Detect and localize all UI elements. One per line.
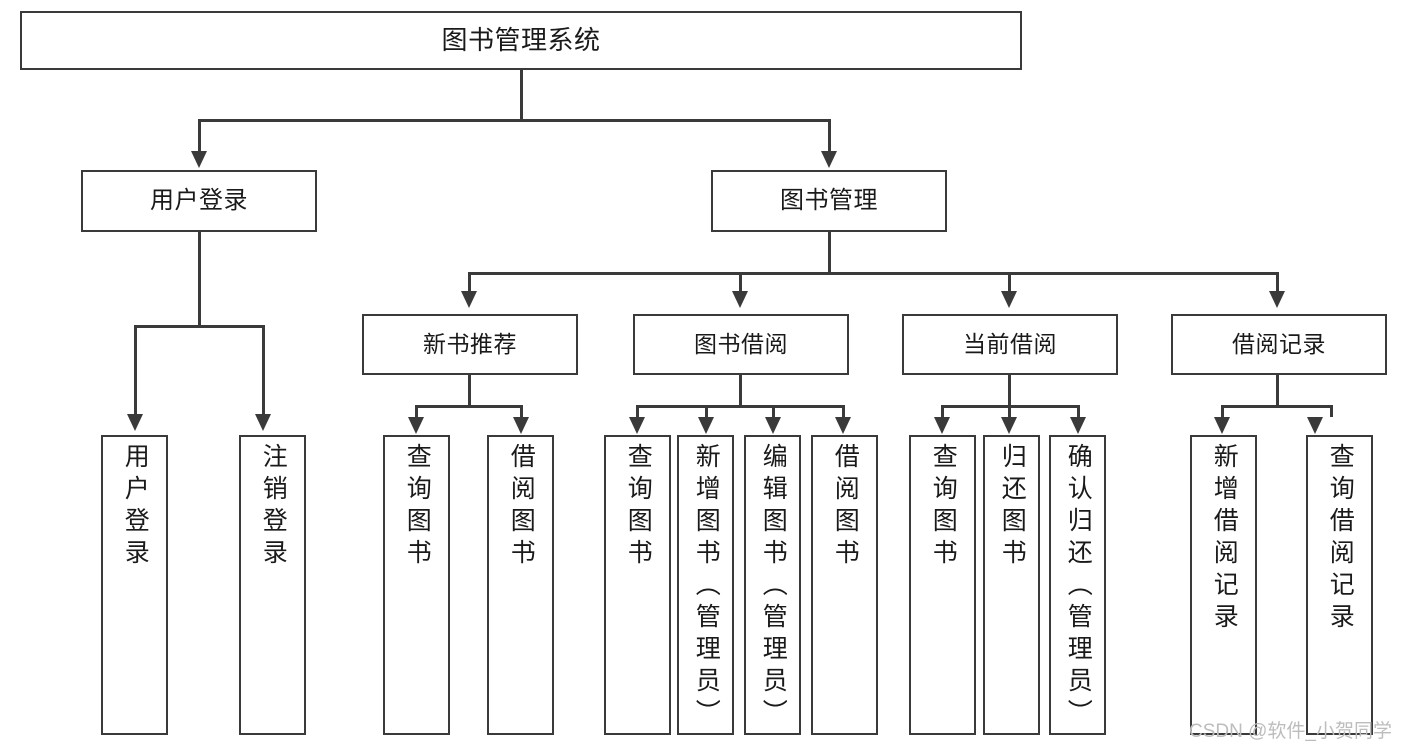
connector-borrow-record-to-leaf-2 [1330, 405, 1333, 417]
arrow-current-borrow-to-leaf-1 [934, 417, 950, 434]
connector-book-borrow-to-leaf-4 [842, 405, 845, 417]
connector-book-borrow-to-leaf-1 [636, 405, 639, 417]
connector-book-mgmt-to-lvl3-2 [739, 272, 742, 291]
node-label: 图书管理系统 [441, 25, 601, 56]
node-new-book-recommend[interactable]: 新书推荐 [362, 314, 578, 375]
connector-user-login-bar [134, 325, 265, 328]
leaf-query-borrow-record[interactable]: 查询借阅记录 [1306, 435, 1373, 735]
leaf-user-logout[interactable]: 注销登录 [239, 435, 306, 735]
connector-user-login-stem [198, 232, 201, 327]
connector-book-borrow-to-leaf-2 [705, 405, 708, 417]
connector-book-borrow-to-leaf-3 [772, 405, 775, 417]
connector-borrow-record-to-leaf-1 [1221, 405, 1224, 417]
connector-new-book-bar [415, 405, 523, 408]
node-root-system[interactable]: 图书管理系统 [20, 11, 1022, 70]
connector-book-mgmt-bar [468, 272, 1279, 275]
arrow-new-book-to-leaf-2 [513, 417, 529, 434]
node-label: 借阅图书 [831, 443, 860, 571]
arrow-book-borrow-to-leaf-2 [698, 417, 714, 434]
node-label: 新增图书（管理员） [692, 443, 721, 731]
node-label: 查询图书 [624, 443, 653, 571]
node-label: 图书借阅 [694, 330, 788, 357]
arrow-root-to-book-mgmt [821, 151, 837, 168]
node-label: 编辑图书（管理员） [759, 443, 788, 731]
connector-current-borrow-to-leaf-1 [941, 405, 944, 417]
node-book-borrow[interactable]: 图书借阅 [633, 314, 849, 375]
connector-user-login-to-leaf-2 [262, 325, 265, 414]
leaf-user-login[interactable]: 用户登录 [101, 435, 168, 735]
connector-book-mgmt-to-lvl3-1 [468, 272, 471, 291]
connector-borrow-record-stem [1276, 375, 1279, 407]
connector-current-borrow-stem [1008, 375, 1011, 407]
arrow-book-mgmt-to-lvl3-1 [461, 291, 477, 308]
arrow-user-login-to-leaf-2 [255, 414, 271, 431]
connector-new-book-to-leaf-2 [520, 405, 523, 417]
connector-book-mgmt-to-lvl3-4 [1276, 272, 1279, 291]
arrow-book-mgmt-to-lvl3-2 [732, 291, 748, 308]
leaf-query-book-borrow[interactable]: 查询图书 [604, 435, 671, 735]
connector-new-book-to-leaf-1 [415, 405, 418, 417]
node-label: 图书管理 [780, 186, 878, 214]
leaf-add-book-admin[interactable]: 新增图书（管理员） [677, 435, 734, 735]
connector-current-borrow-to-leaf-3 [1077, 405, 1080, 417]
connector-root-stem [520, 70, 523, 121]
node-user-login[interactable]: 用户登录 [81, 170, 317, 232]
node-label: 新书推荐 [423, 330, 517, 357]
arrow-current-borrow-to-leaf-2 [1001, 417, 1017, 434]
node-current-borrow[interactable]: 当前借阅 [902, 314, 1118, 375]
node-label: 用户登录 [121, 443, 150, 571]
node-label: 查询图书 [403, 443, 432, 571]
node-label: 归还图书 [998, 443, 1027, 571]
arrow-borrow-record-to-leaf-2 [1307, 417, 1323, 434]
node-label: 确认归还（管理员） [1064, 443, 1093, 731]
arrow-user-login-to-leaf-1 [127, 414, 143, 431]
arrow-book-mgmt-to-lvl3-3 [1001, 291, 1017, 308]
connector-root-to-book-mgmt [828, 119, 831, 151]
leaf-borrow-book[interactable]: 借阅图书 [811, 435, 878, 735]
connector-user-login-to-leaf-1 [134, 325, 137, 414]
leaf-borrow-book-recommend[interactable]: 借阅图书 [487, 435, 554, 735]
connector-book-borrow-stem [739, 375, 742, 407]
connector-current-borrow-to-leaf-2 [1008, 405, 1011, 417]
leaf-query-book-current[interactable]: 查询图书 [909, 435, 976, 735]
arrow-book-borrow-to-leaf-1 [629, 417, 645, 434]
node-book-management[interactable]: 图书管理 [711, 170, 947, 232]
arrow-book-borrow-to-leaf-3 [765, 417, 781, 434]
node-label: 当前借阅 [963, 330, 1057, 357]
node-label: 查询图书 [929, 443, 958, 571]
connector-book-borrow-bar [636, 405, 845, 408]
leaf-return-book[interactable]: 归还图书 [983, 435, 1040, 735]
node-label: 用户登录 [150, 186, 248, 214]
leaf-confirm-return-admin[interactable]: 确认归还（管理员） [1049, 435, 1106, 735]
arrow-borrow-record-to-leaf-1 [1214, 417, 1230, 434]
leaf-query-book-recommend[interactable]: 查询图书 [383, 435, 450, 735]
connector-book-mgmt-stem [828, 232, 831, 274]
node-label: 借阅记录 [1232, 330, 1326, 357]
arrow-current-borrow-to-leaf-3 [1070, 417, 1086, 434]
connector-root-to-user-login [198, 119, 201, 151]
connector-book-mgmt-to-lvl3-3 [1008, 272, 1011, 291]
leaf-edit-book-admin[interactable]: 编辑图书（管理员） [744, 435, 801, 735]
leaf-add-borrow-record[interactable]: 新增借阅记录 [1190, 435, 1257, 735]
connector-borrow-record-bar [1221, 405, 1333, 408]
connector-new-book-stem [468, 375, 471, 407]
arrow-book-mgmt-to-lvl3-4 [1269, 291, 1285, 308]
arrow-root-to-user-login [191, 151, 207, 168]
arrow-new-book-to-leaf-1 [408, 417, 424, 434]
node-label: 借阅图书 [507, 443, 536, 571]
connector-root-bar [198, 119, 831, 122]
arrow-book-borrow-to-leaf-4 [835, 417, 851, 434]
node-label: 查询借阅记录 [1326, 443, 1355, 635]
node-borrow-record[interactable]: 借阅记录 [1171, 314, 1387, 375]
node-label: 新增借阅记录 [1210, 443, 1239, 635]
node-label: 注销登录 [259, 443, 288, 571]
